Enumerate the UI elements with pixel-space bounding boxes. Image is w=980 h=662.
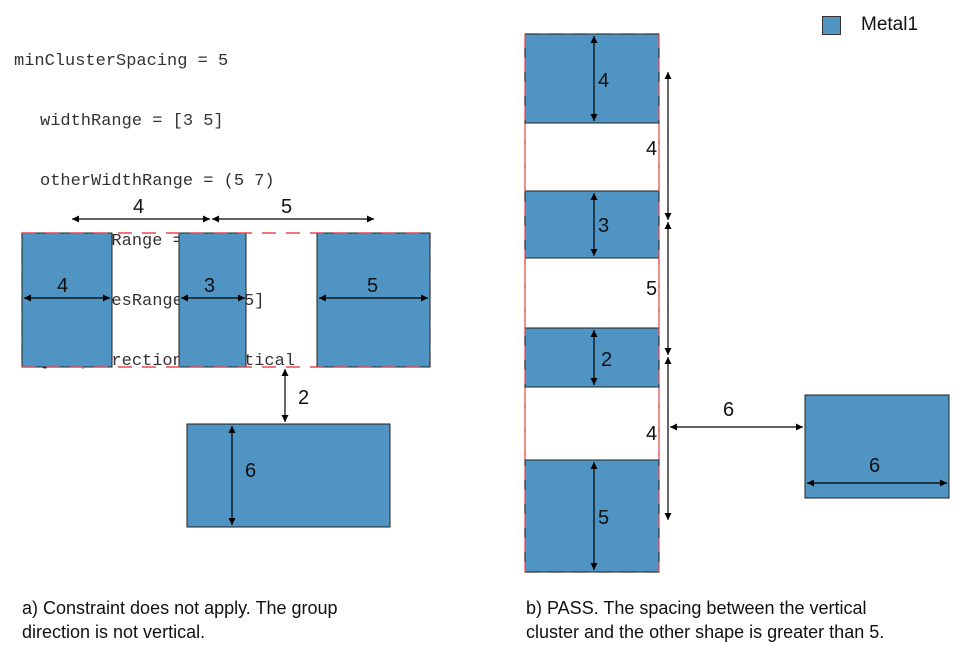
width-label-a2: 3	[204, 275, 215, 297]
param-other-width-range: otherWidthRange = (5 7)	[40, 172, 275, 191]
legend-label: Metal1	[861, 14, 919, 35]
caption-b-line2: cluster and the other shape is greater t…	[526, 622, 885, 642]
spacing-label-a1: 4	[133, 196, 144, 218]
caption-a: a) Constraint does not apply. The group …	[22, 596, 338, 644]
height-label-a-other: 6	[245, 460, 256, 482]
shape-b3	[524, 327, 660, 388]
width-label-a1: 4	[57, 275, 68, 297]
param-min-cluster-spacing: minClusterSpacing = 5	[14, 52, 229, 71]
diagram-a: 4 5 4 3 5 2 6	[21, 196, 431, 528]
caption-a-line1: a) Constraint does not apply. The group	[22, 598, 338, 618]
caption-b: b) PASS. The spacing between the vertica…	[526, 596, 884, 644]
legend: Metal1	[822, 14, 918, 36]
shape-a2	[178, 232, 247, 368]
shape-a1	[21, 232, 113, 368]
height-label-b3: 2	[601, 349, 612, 371]
height-label-b4: 5	[598, 507, 609, 529]
gap-label-a: 2	[298, 387, 309, 409]
width-label-a3: 5	[367, 275, 378, 297]
spacing-label-b3: 4	[646, 423, 657, 445]
caption-b-line1: b) PASS. The spacing between the vertica…	[526, 598, 867, 618]
height-label-b2: 3	[598, 215, 609, 237]
cluster-spacing-label-b: 6	[723, 399, 734, 421]
shape-b4	[524, 459, 660, 573]
height-label-b1: 4	[598, 70, 609, 92]
legend-swatch-metal1	[822, 15, 841, 35]
param-width-range: widthRange = [3 5]	[40, 112, 224, 131]
spacing-label-b2: 5	[646, 278, 657, 300]
diagram-b: 4 3 2 5 4 5 4 6 6	[524, 33, 950, 573]
caption-a-line2: direction is not vertical.	[22, 622, 206, 642]
spacing-label-b1: 4	[646, 138, 657, 160]
shape-b2	[524, 190, 660, 259]
shape-a-other	[186, 423, 391, 528]
width-label-b-other: 6	[869, 455, 880, 477]
shape-a3	[316, 232, 431, 368]
spacing-label-a2: 5	[281, 196, 292, 218]
shape-b1	[524, 33, 660, 124]
